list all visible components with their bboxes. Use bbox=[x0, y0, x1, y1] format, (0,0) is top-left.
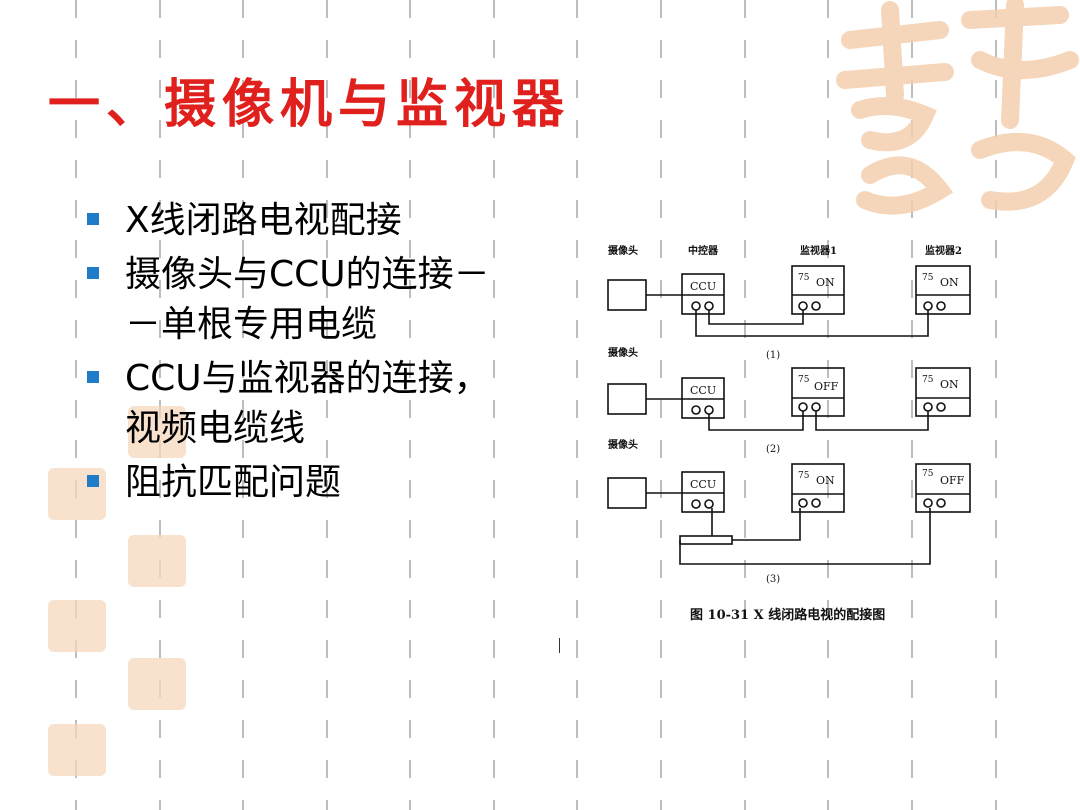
stray-mark bbox=[559, 638, 560, 653]
monitor2-state: OFF bbox=[940, 474, 965, 487]
header-camera-label: 摄像头 bbox=[608, 244, 638, 257]
bullet-list: X线闭路电视配接 摄像头与CCU的连接－－单根专用电缆 CCU与监视器的连接，视… bbox=[85, 196, 495, 512]
monitor1-ohm: 75 bbox=[798, 273, 810, 283]
monitor2-state: ON bbox=[940, 276, 959, 289]
row-index: (2) bbox=[766, 444, 780, 455]
bullet-square-icon bbox=[87, 267, 99, 279]
monitor2-state: ON bbox=[940, 378, 959, 391]
ccu-label: CCU bbox=[690, 384, 716, 397]
bullet-item: CCU与监视器的连接，视频电缆线 bbox=[85, 354, 495, 454]
monitor2-ohm: 75 bbox=[922, 375, 934, 385]
monitor1-ohm: 75 bbox=[798, 471, 810, 481]
bullet-item: X线闭路电视配接 bbox=[85, 196, 495, 246]
monitor1-state: OFF bbox=[814, 380, 839, 393]
row-index: (3) bbox=[766, 574, 780, 585]
monitor2-ohm: 75 bbox=[922, 469, 934, 479]
monitor1-ohm: 75 bbox=[798, 375, 810, 385]
decorative-seal bbox=[48, 600, 106, 652]
header-monitor1-label: 监视器1 bbox=[800, 244, 837, 257]
bullet-square-icon bbox=[87, 475, 99, 487]
monitor1-state: ON bbox=[816, 474, 835, 487]
figure-caption: 图 10-31 X 线闭路电视的配接图 bbox=[690, 608, 886, 623]
bullet-text: X线闭路电视配接 bbox=[125, 200, 402, 241]
slide-title: 一、摄像机与监视器 bbox=[48, 74, 571, 135]
monitor2-ohm: 75 bbox=[922, 273, 934, 283]
bullet-item: 阻抗匹配问题 bbox=[85, 458, 495, 508]
decorative-seal bbox=[128, 658, 186, 710]
bullet-text: 摄像头与CCU的连接－－单根专用电缆 bbox=[125, 254, 490, 345]
row-camera-label: 摄像头 bbox=[608, 438, 638, 451]
monitor1-state: ON bbox=[816, 276, 835, 289]
decorative-seal bbox=[128, 535, 186, 587]
decorative-calligraphy-seal bbox=[836, 0, 1079, 215]
bullet-item: 摄像头与CCU的连接－－单根专用电缆 bbox=[85, 250, 495, 350]
row-index: (1) bbox=[766, 350, 780, 361]
decorative-seal bbox=[48, 724, 106, 776]
header-monitor2-label: 监视器2 bbox=[925, 244, 962, 257]
bullet-text: 阻抗匹配问题 bbox=[125, 462, 342, 503]
bullet-square-icon bbox=[87, 213, 99, 225]
decorative-seal bbox=[128, 406, 186, 458]
row-camera-label: 摄像头 bbox=[608, 346, 638, 359]
wiring-diagram: 摄像头 中控器 监视器1 监视器2 bbox=[607, 244, 971, 585]
ccu-label: CCU bbox=[690, 478, 716, 491]
header-controller-label: 中控器 bbox=[688, 244, 719, 257]
bullet-text: CCU与监视器的连接，视频电缆线 bbox=[125, 358, 490, 449]
bullet-square-icon bbox=[87, 371, 99, 383]
ccu-label: CCU bbox=[690, 280, 716, 293]
